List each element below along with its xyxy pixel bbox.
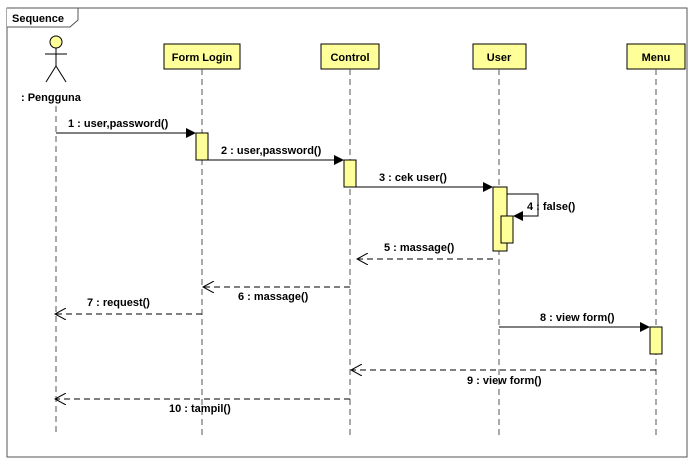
message-10-label: 10 : tampil() xyxy=(169,403,231,415)
object-box xyxy=(320,43,380,70)
object-control: Control xyxy=(320,43,380,70)
actor-left-leg xyxy=(45,65,57,83)
object-menu: Menu xyxy=(626,43,686,70)
actor-head xyxy=(49,35,63,49)
object-label: Control xyxy=(330,52,369,64)
object-user: User xyxy=(472,43,527,70)
object-label: Form Login xyxy=(172,52,233,64)
object-label: User xyxy=(487,52,512,64)
message-8-label: 8 : view form() xyxy=(540,312,615,324)
diagram-frame xyxy=(6,7,688,458)
message-5-label: 5 : massage() xyxy=(384,242,455,254)
actor-right-leg xyxy=(55,65,67,83)
message-7-label: 7 : request() xyxy=(87,297,150,309)
frame-title: Sequence xyxy=(12,13,64,25)
message-4-arrow xyxy=(507,193,539,221)
message-4-label: 4 : false() xyxy=(527,201,576,213)
actor-pengguna: : Pengguna xyxy=(21,35,82,104)
message-6-label: 6 : massage() xyxy=(238,291,309,303)
activation-user-nested xyxy=(500,215,514,244)
message-1-label: 1 : user,password() xyxy=(68,118,169,130)
object-label: Menu xyxy=(642,52,671,64)
frame-tab xyxy=(7,7,79,28)
activation-form-login xyxy=(195,132,209,161)
actor-label: : Pengguna xyxy=(21,92,82,104)
message-2-label: 2 : user,password() xyxy=(221,145,322,157)
activation-menu xyxy=(649,326,663,355)
object-box xyxy=(163,43,241,70)
object-form-login: Form Login xyxy=(163,43,241,70)
activation-control xyxy=(343,159,357,188)
message-3-label: 3 : cek user() xyxy=(379,172,447,184)
message-9-label: 9 : view form() xyxy=(467,375,542,387)
